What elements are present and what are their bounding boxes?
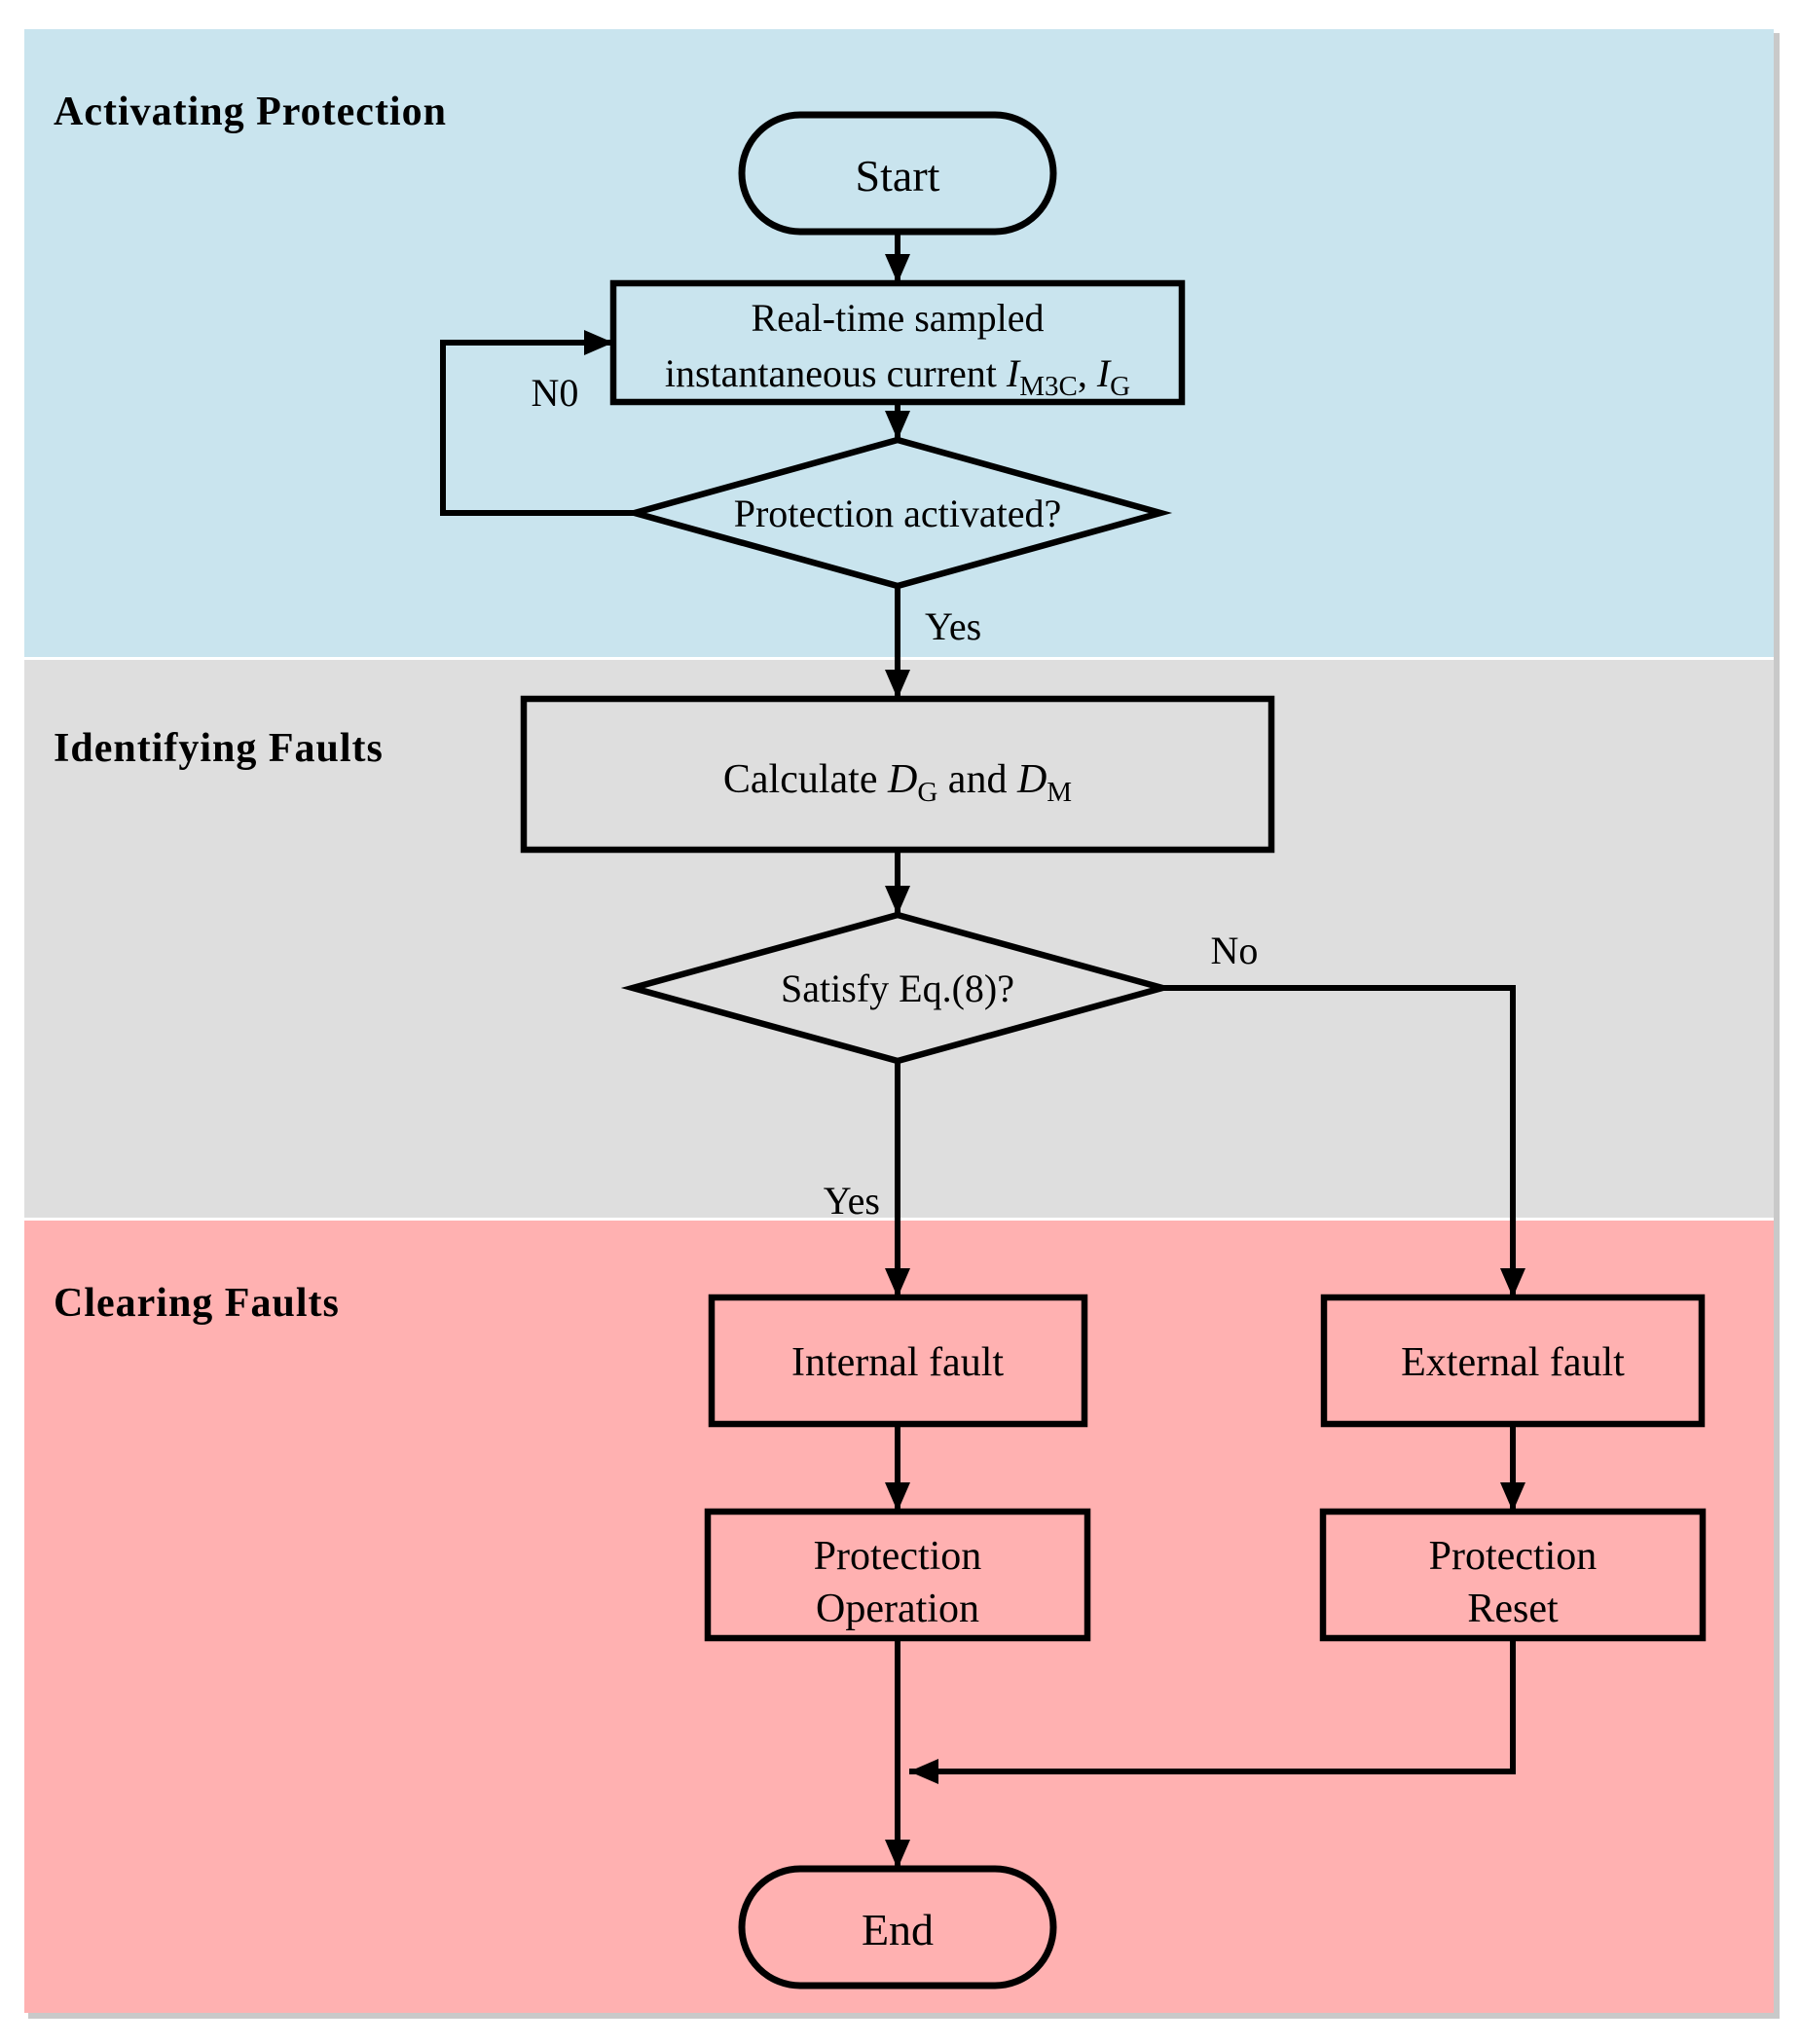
edge-reset-merge <box>909 1638 1516 1784</box>
section-title-clearing-faults: Clearing Faults <box>54 1281 340 1326</box>
edge-label-no-loop: N0 <box>532 371 579 415</box>
node-protection-operation-line2: Operation <box>816 1587 979 1631</box>
node-internal-fault-label: Internal fault <box>791 1340 1004 1385</box>
node-external-fault <box>1320 1294 1706 1428</box>
edge-label-yes-eq8: Yes <box>824 1179 880 1223</box>
node-protection-reset <box>1319 1508 1707 1642</box>
node-decision-eq8 <box>620 911 1175 1065</box>
node-external-fault-label: External fault <box>1401 1340 1625 1385</box>
edge-label-yes-activated: Yes <box>925 604 981 648</box>
band-shadow-right <box>1774 33 1780 2017</box>
edge-loop-no <box>440 330 640 516</box>
node-calculate <box>520 695 1275 854</box>
node-protection-reset-line2: Reset <box>1467 1587 1559 1631</box>
node-protection-reset-line1: Protection <box>1429 1534 1598 1579</box>
node-end <box>738 1865 1057 1989</box>
node-calculate-label: Calculate DG and DM <box>723 757 1072 808</box>
section-title-activating-protection: Activating Protection <box>54 90 447 134</box>
node-start <box>738 111 1057 236</box>
node-protection-operation <box>704 1508 1091 1642</box>
band-shadow-bottom <box>28 2013 1780 2019</box>
node-decision-activated-label: Protection activated? <box>734 492 1062 535</box>
band-clearing-faults <box>24 1221 1774 2013</box>
section-title-identifying-faults: Identifying Faults <box>54 726 384 771</box>
node-internal-fault <box>708 1294 1088 1428</box>
node-start-label: Start <box>856 151 940 201</box>
node-sample-current <box>609 279 1186 406</box>
node-end-label: End <box>862 1905 934 1954</box>
node-sample-line1: Real-time sampled <box>751 296 1044 340</box>
edge-label-no-eq8: No <box>1211 929 1259 972</box>
node-decision-eq8-label: Satisfy Eq.(8)? <box>781 967 1014 1010</box>
edge-decision2-no <box>1162 985 1525 1297</box>
node-protection-operation-line1: Protection <box>814 1534 982 1579</box>
node-sample-line2: instantaneous current IM3C, IG <box>665 351 1130 402</box>
node-decision-activated <box>622 436 1173 590</box>
band-activating-protection <box>24 29 1774 657</box>
